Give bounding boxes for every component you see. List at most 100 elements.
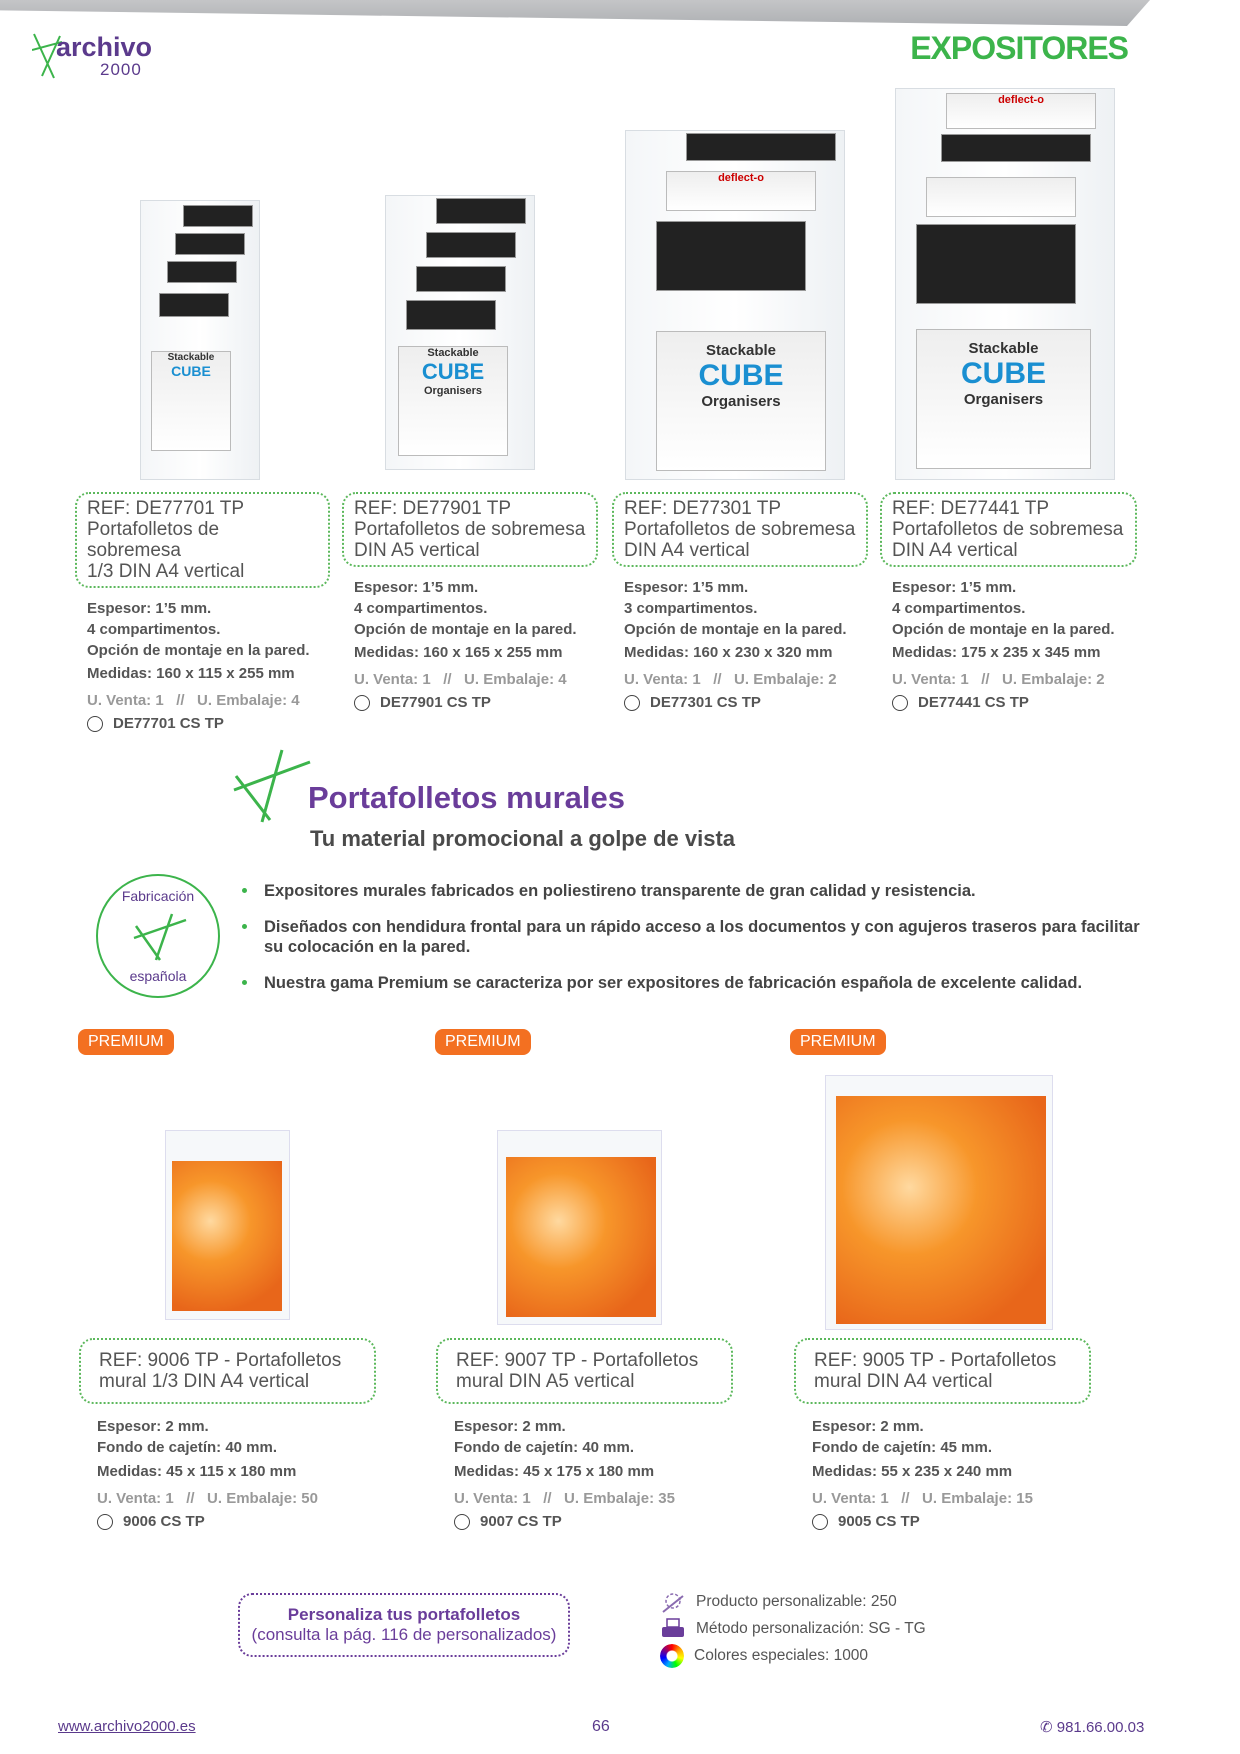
archivo2000-logo: archivo 2000 — [32, 30, 182, 82]
units: U. Venta: 1 // U. Embalaje: 4 — [87, 692, 300, 709]
ref: REF: DE77301 TP — [624, 498, 782, 519]
info-item: Método personalización: SG - TG — [660, 1615, 926, 1642]
product-code-option[interactable]: 9006 CS TP — [97, 1513, 376, 1530]
brand-name: archivo — [56, 32, 153, 62]
radio-button[interactable] — [87, 715, 103, 732]
code: 9007 CS TP — [480, 1513, 562, 1530]
seal-bottom: española — [129, 968, 187, 984]
spec-montaje: Opción de montaje en la pared. — [354, 621, 577, 638]
product-code-option[interactable]: DE77701 CS TP — [87, 715, 330, 732]
spec-espesor: Espesor: 2 mm. — [97, 1418, 209, 1435]
product-code-option[interactable]: DE77901 CS TP — [354, 694, 598, 711]
radio-button[interactable] — [354, 694, 370, 711]
spec-medidas: Medidas: 160 x 115 x 255 mm — [87, 665, 295, 682]
brand-sub: 2000 — [100, 60, 142, 79]
premium-badge: PREMIUM — [78, 1029, 174, 1055]
spec-espesor: Espesor: 1’5 mm. — [892, 579, 1017, 596]
section-title: EXPOSITORES — [910, 30, 1129, 66]
name: mural 1/3 DIN A4 vertical — [99, 1371, 310, 1392]
info-item: Colores especiales: 1000 — [660, 1642, 926, 1669]
product-image-9006 — [165, 1130, 290, 1320]
name: mural DIN A5 vertical — [456, 1371, 635, 1392]
info-text: Método personalización: SG - TG — [696, 1619, 926, 1637]
radio-button[interactable] — [454, 1513, 470, 1530]
name: DIN A4 vertical — [624, 540, 750, 561]
name: 1/3 DIN A4 vertical — [87, 561, 245, 582]
spec-medidas: Medidas: 160 x 165 x 255 mm — [354, 644, 563, 661]
spec-fondo: Fondo de cajetín: 40 mm. — [97, 1439, 278, 1456]
name: DIN A4 vertical — [892, 540, 1018, 561]
personaliza-box[interactable]: Personaliza tus portafolletos (consulta … — [238, 1593, 570, 1657]
product-code-option[interactable]: DE77301 CS TP — [624, 694, 868, 711]
info-text: Producto personalizable: 250 — [696, 1592, 897, 1610]
units: U. Venta: 1 // U. Embalaje: 2 — [624, 671, 837, 688]
radio-button[interactable] — [892, 694, 908, 711]
units: U. Venta: 1 // U. Embalaje: 2 — [892, 671, 1105, 688]
murales-title: Portafolletos murales — [308, 780, 625, 815]
spec-espesor: Espesor: 2 mm. — [454, 1418, 566, 1435]
spec-espesor: Espesor: 1’5 mm. — [87, 600, 212, 617]
code: 9005 CS TP — [838, 1513, 920, 1530]
product-image-9007 — [497, 1130, 662, 1325]
units: U. Venta: 1 // U. Embalaje: 15 — [812, 1490, 1033, 1507]
ref: REF: DE77441 TP — [892, 498, 1050, 519]
ref: REF: 9006 TP - Portafolletos — [99, 1350, 342, 1371]
info-text: Colores especiales: 1000 — [694, 1646, 869, 1664]
name: Portafolletos de sobremesa — [892, 519, 1124, 540]
phone-number: 981.66.00.03 — [1056, 1719, 1145, 1736]
website-link[interactable]: www.archivo2000.es — [58, 1718, 196, 1735]
ref: REF: DE77901 TP — [354, 498, 512, 519]
product-code-option[interactable]: 9007 CS TP — [454, 1513, 733, 1530]
header-band — [0, 0, 1150, 26]
x-mark-icon — [233, 749, 311, 823]
spec-espesor: Espesor: 2 mm. — [812, 1418, 924, 1435]
gear-pencil-icon — [662, 1592, 684, 1613]
spec-medidas: Medidas: 45 x 115 x 180 mm — [97, 1463, 297, 1480]
radio-button[interactable] — [97, 1513, 113, 1530]
page-number: 66 — [592, 1718, 610, 1735]
radio-button[interactable] — [624, 694, 640, 711]
printer-icon — [662, 1617, 684, 1637]
units: U. Venta: 1 // U. Embalaje: 50 — [97, 1490, 318, 1507]
radio-button[interactable] — [812, 1513, 828, 1530]
code: DE77701 CS TP — [113, 715, 224, 732]
spec-compartimentos: 4 compartimentos. — [892, 600, 1026, 617]
premium-badge: PREMIUM — [435, 1029, 531, 1055]
x-mark-icon — [133, 913, 187, 961]
spec-espesor: Espesor: 1’5 mm. — [354, 579, 479, 596]
feature-bullet: Expositores murales fabricados en polies… — [242, 881, 1142, 901]
ref: REF: DE77701 TP — [87, 498, 245, 519]
fabricacion-espanola-seal: Fabricación española — [96, 874, 220, 998]
features-list: Expositores murales fabricados en polies… — [242, 881, 1142, 993]
personaliza-note: (consulta la pág. 116 de personalizados) — [251, 1625, 557, 1644]
name: Portafolletos de sobremesa — [87, 519, 220, 561]
product-code-option[interactable]: DE77441 CS TP — [892, 694, 1137, 711]
murales-subtitle: Tu material promocional a golpe de vista — [310, 826, 736, 851]
feature-bullet: Diseñados con hendidura frontal para un … — [242, 917, 1142, 957]
spec-medidas: Medidas: 45 x 175 x 180 mm — [454, 1463, 655, 1480]
product-image-9005 — [825, 1075, 1053, 1330]
product-code-option[interactable]: 9005 CS TP — [812, 1513, 1091, 1530]
code: 9006 CS TP — [123, 1513, 205, 1530]
feature-bullet: Nuestra gama Premium se caracteriza por … — [242, 973, 1142, 993]
spec-montaje: Opción de montaje en la pared. — [624, 621, 847, 638]
name: Portafolletos de sobremesa — [624, 519, 856, 540]
code: DE77901 CS TP — [380, 694, 491, 711]
spec-fondo: Fondo de cajetín: 40 mm. — [454, 1439, 635, 1456]
spec-montaje: Opción de montaje en la pared. — [87, 642, 310, 659]
name: mural DIN A4 vertical — [814, 1371, 993, 1392]
name: Portafolletos de sobremesa — [354, 519, 586, 540]
